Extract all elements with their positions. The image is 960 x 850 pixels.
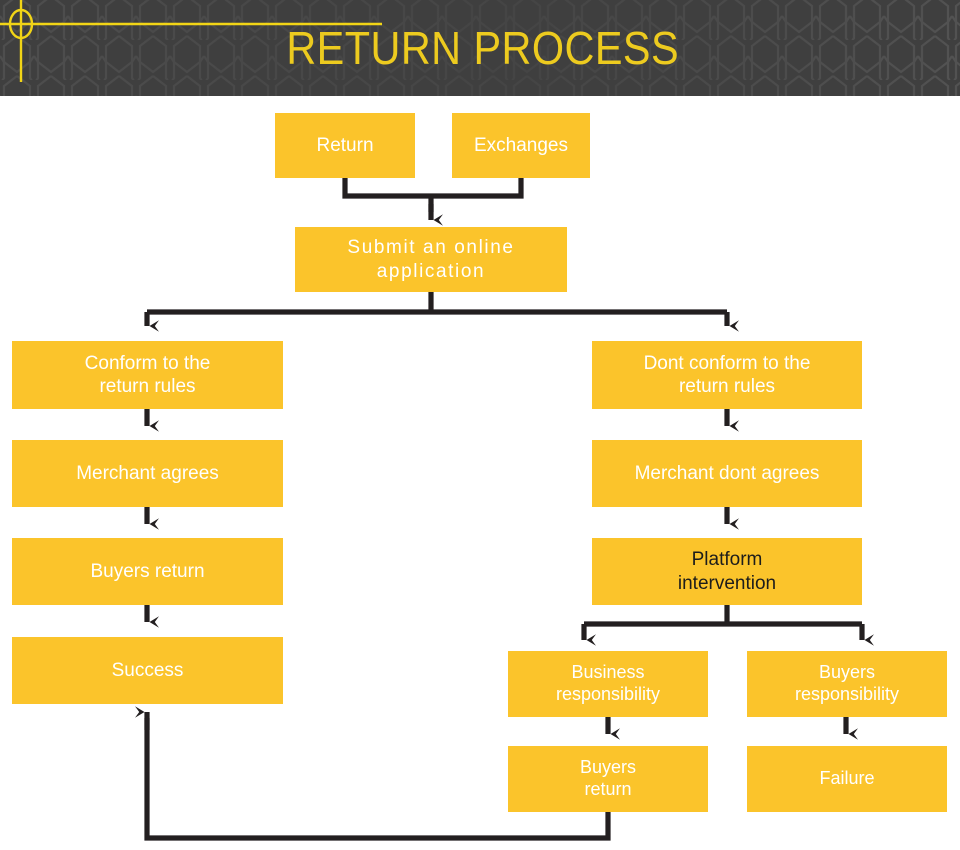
node-exchanges[interactable]: Exchanges bbox=[452, 113, 590, 178]
node-platform-intervention[interactable]: Platform intervention bbox=[592, 538, 862, 605]
node-conform-to-return-rules[interactable]: Conform to the return rules bbox=[12, 341, 283, 409]
page-title: RETURN PROCESS bbox=[286, 22, 680, 74]
node-success[interactable]: Success bbox=[12, 637, 283, 704]
node-failure[interactable]: Failure bbox=[747, 746, 947, 812]
node-buyers-return-left[interactable]: Buyers return bbox=[12, 538, 283, 605]
node-merchant-dont-agrees[interactable]: Merchant dont agrees bbox=[592, 440, 862, 507]
node-dont-conform-to-return-rules[interactable]: Dont conform to the return rules bbox=[592, 341, 862, 409]
node-submit-online-application[interactable]: Submit an online application bbox=[295, 227, 567, 292]
header-banner: RETURN PROCESS bbox=[0, 0, 960, 96]
mesh-pattern-background bbox=[0, 0, 960, 96]
header-decoration bbox=[0, 0, 382, 82]
node-business-responsibility[interactable]: Business responsibility bbox=[508, 651, 708, 717]
edge-return-exchanges-merge bbox=[342, 178, 524, 199]
node-return[interactable]: Return bbox=[275, 113, 415, 178]
decoration-circle-icon bbox=[8, 8, 34, 40]
node-buyers-return-right[interactable]: Buyers return bbox=[508, 746, 708, 812]
node-buyers-responsibility[interactable]: Buyers responsibility bbox=[747, 651, 947, 717]
node-merchant-agrees[interactable]: Merchant agrees bbox=[12, 440, 283, 507]
